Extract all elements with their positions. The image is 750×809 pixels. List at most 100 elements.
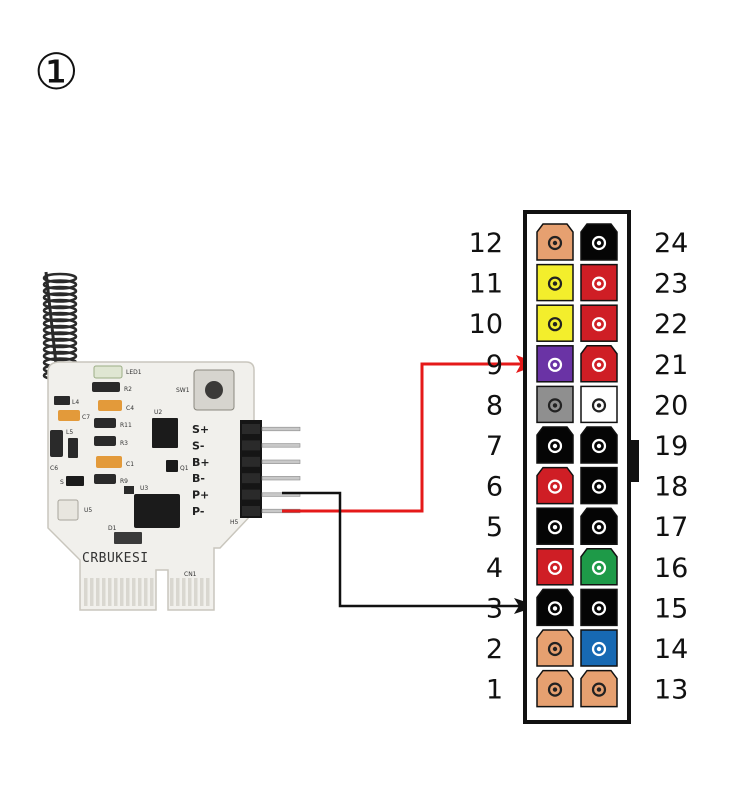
pin-number-left: 12 — [469, 228, 503, 259]
header-pin-base — [242, 506, 260, 516]
component-c6 — [68, 438, 78, 458]
pin-number-left: 10 — [469, 309, 503, 340]
pin-number-left: 6 — [486, 472, 503, 503]
silk-D1: D1 — [108, 525, 117, 532]
pin-number-left: 2 — [486, 634, 503, 665]
antenna-coil — [42, 292, 78, 303]
edge-finger — [126, 578, 130, 606]
edge-finger — [188, 578, 192, 606]
pin-number-right: 15 — [654, 593, 688, 624]
connector-pin-1 — [536, 669, 574, 708]
silk-L4: L4 — [72, 399, 79, 406]
silk-C4: C4 — [126, 405, 134, 412]
silk-R9: R9 — [120, 478, 128, 485]
silk-LED1: LED1 — [126, 369, 142, 376]
edge-finger — [114, 578, 118, 606]
antenna-coil — [42, 305, 78, 316]
edge-finger — [108, 578, 112, 606]
silk-C6: C6 — [50, 465, 58, 472]
antenna-coil — [42, 331, 78, 342]
capacitor-c4 — [98, 400, 122, 411]
connector-pin-20 — [580, 385, 618, 424]
resistor-r11 — [94, 418, 116, 428]
silk-SW1: SW1 — [176, 387, 190, 394]
header-pin — [261, 459, 301, 464]
pin-number-left: 9 — [486, 350, 503, 381]
antenna-coil — [42, 285, 78, 297]
edge-finger — [176, 578, 180, 606]
silk-U2: U2 — [154, 409, 162, 416]
silk-R2: R2 — [124, 386, 132, 393]
antenna-coil — [42, 311, 78, 323]
edge-finger — [84, 578, 88, 606]
silk-U3: U3 — [140, 485, 148, 492]
chip-u3 — [134, 494, 180, 528]
connector-pins — [536, 223, 618, 708]
pin-number-right: 14 — [654, 634, 688, 665]
edge-finger — [170, 578, 174, 606]
connector-pin-16 — [580, 548, 618, 586]
connector-pin-3 — [536, 588, 574, 627]
step-label: ① — [34, 43, 79, 101]
antenna-coil — [42, 318, 78, 329]
header-pin-base — [242, 473, 260, 484]
silk-L5: L5 — [66, 429, 73, 436]
silk-R11: R11 — [120, 422, 132, 429]
connector-pin-8 — [536, 385, 574, 424]
pin-number-right: 16 — [654, 553, 688, 584]
header-pin-base — [242, 440, 260, 451]
pcb-board: LED1 R2 C4 R11 R3 C1 R9 L4 C7 L5 C6 — [42, 271, 301, 611]
capacitor-c1 — [96, 456, 122, 468]
pin-header — [240, 420, 262, 518]
edge-finger — [144, 578, 148, 606]
connector-pin-23 — [580, 263, 618, 302]
antenna-coil — [42, 279, 78, 290]
pin-number-left: 8 — [486, 390, 503, 421]
connector-pin-12 — [536, 223, 574, 261]
edge-finger — [150, 578, 154, 606]
header-pin-label: S+ — [192, 423, 209, 436]
header-pin — [261, 443, 301, 448]
pin-number-right: 22 — [654, 309, 688, 340]
silk-C1: C1 — [126, 461, 134, 468]
connector-pin-14 — [580, 629, 618, 667]
header-pin — [261, 426, 301, 432]
edge-finger — [90, 578, 94, 606]
connector-pin-24 — [580, 223, 618, 261]
antenna-coil — [42, 337, 78, 349]
connector-pin-2 — [536, 629, 574, 667]
black-wire — [282, 491, 526, 608]
inductor — [50, 430, 63, 457]
connector-pin-11 — [536, 263, 574, 302]
pin-number-left: 1 — [486, 675, 503, 706]
header-pin — [261, 492, 301, 497]
pin-number-left: 5 — [486, 512, 503, 543]
component-small — [124, 486, 134, 494]
header-pin-label: B- — [192, 472, 205, 485]
connector-pin-15 — [580, 588, 618, 627]
edge-finger — [182, 578, 186, 606]
pin-number-right: 18 — [654, 472, 688, 503]
edge-finger — [200, 578, 204, 606]
connector-pin-5 — [536, 507, 574, 545]
silk-Q1: Q1 — [180, 465, 189, 472]
silk-CN1: CN1 — [184, 571, 197, 578]
component-l4 — [54, 396, 70, 405]
pin-number-left: 7 — [486, 431, 503, 462]
pin-number-right: 13 — [654, 675, 688, 706]
header-pin-label: P+ — [192, 489, 209, 502]
switch-button-icon — [205, 381, 223, 399]
resistor-r3 — [94, 436, 116, 446]
edge-finger — [120, 578, 124, 606]
edge-finger — [194, 578, 198, 606]
connector-pin-18 — [580, 466, 618, 505]
edge-finger — [132, 578, 136, 606]
connector-latch — [629, 440, 639, 482]
silk-S: S — [60, 479, 64, 486]
antenna-coil — [42, 272, 78, 284]
edge-finger — [102, 578, 106, 606]
header-pin-label: P- — [192, 505, 204, 518]
